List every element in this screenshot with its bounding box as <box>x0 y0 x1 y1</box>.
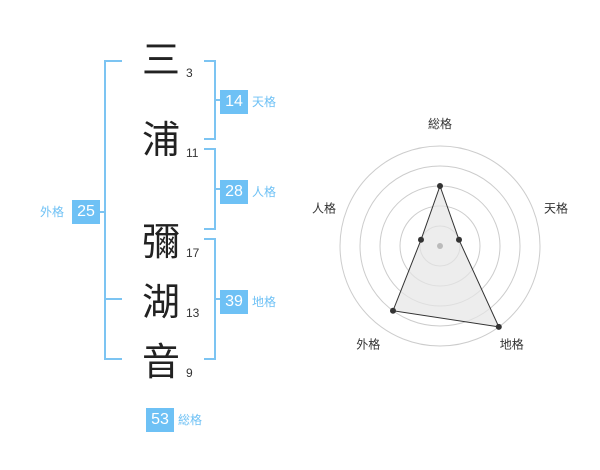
radar-point-地格 <box>495 323 502 330</box>
soukaku-badge: 53 <box>146 408 174 432</box>
chikaku-label: 地格 <box>252 295 277 309</box>
radar-ring <box>359 165 521 327</box>
radar-point-外格 <box>390 307 396 314</box>
radar-axis-label: 天格 <box>544 200 568 215</box>
radar-area <box>392 184 500 328</box>
chikaku-bracket <box>204 238 216 360</box>
radar-point-天格 <box>456 236 462 243</box>
name-char-2: 浦 <box>141 118 180 162</box>
stroke-count-1: 3 <box>186 66 193 80</box>
gaikaku-badge: 25 <box>72 200 100 224</box>
stroke-count-2: 11 <box>186 146 199 160</box>
radar-polygon <box>392 184 500 328</box>
gaikaku-label: 外格 <box>40 205 65 219</box>
radar-points <box>390 183 502 330</box>
tenkaku-bracket <box>204 60 216 140</box>
tenkaku-tick <box>216 99 220 101</box>
soukaku-label: 総格 <box>178 413 203 427</box>
stroke-count-5: 9 <box>186 366 193 380</box>
stroke-count-4: 13 <box>186 306 200 320</box>
radar-point-人格 <box>418 236 424 243</box>
name-char-1: 三 <box>141 38 180 82</box>
jinkaku-badge: 28 <box>220 180 248 204</box>
radar-ring <box>339 145 541 347</box>
radar-center <box>437 243 443 249</box>
tenkaku-label: 天格 <box>252 95 277 109</box>
tenkaku-badge: 14 <box>220 90 248 114</box>
name-char-5: 音 <box>141 340 180 384</box>
radar-axis-label: 地格 <box>500 337 524 352</box>
name-char-3: 彌 <box>141 220 180 264</box>
radar-axis-label: 人格 <box>312 200 336 215</box>
jinkaku-tick <box>216 188 220 190</box>
chikaku-badge: 39 <box>220 290 248 314</box>
radar-point-総格 <box>437 183 443 189</box>
gaikaku-bracket <box>104 60 122 360</box>
jinkaku-label: 人格 <box>252 185 277 199</box>
chikaku-tick <box>216 298 220 300</box>
jinkaku-bracket <box>204 148 216 230</box>
radar-axis-label: 外格 <box>356 337 380 352</box>
radar-axis-label: 総格 <box>428 116 452 131</box>
gaikaku-inner-tick <box>106 298 122 300</box>
gaikaku-tick <box>98 211 104 213</box>
name-char-4: 湖 <box>141 280 180 324</box>
stroke-count-3: 17 <box>186 246 200 260</box>
